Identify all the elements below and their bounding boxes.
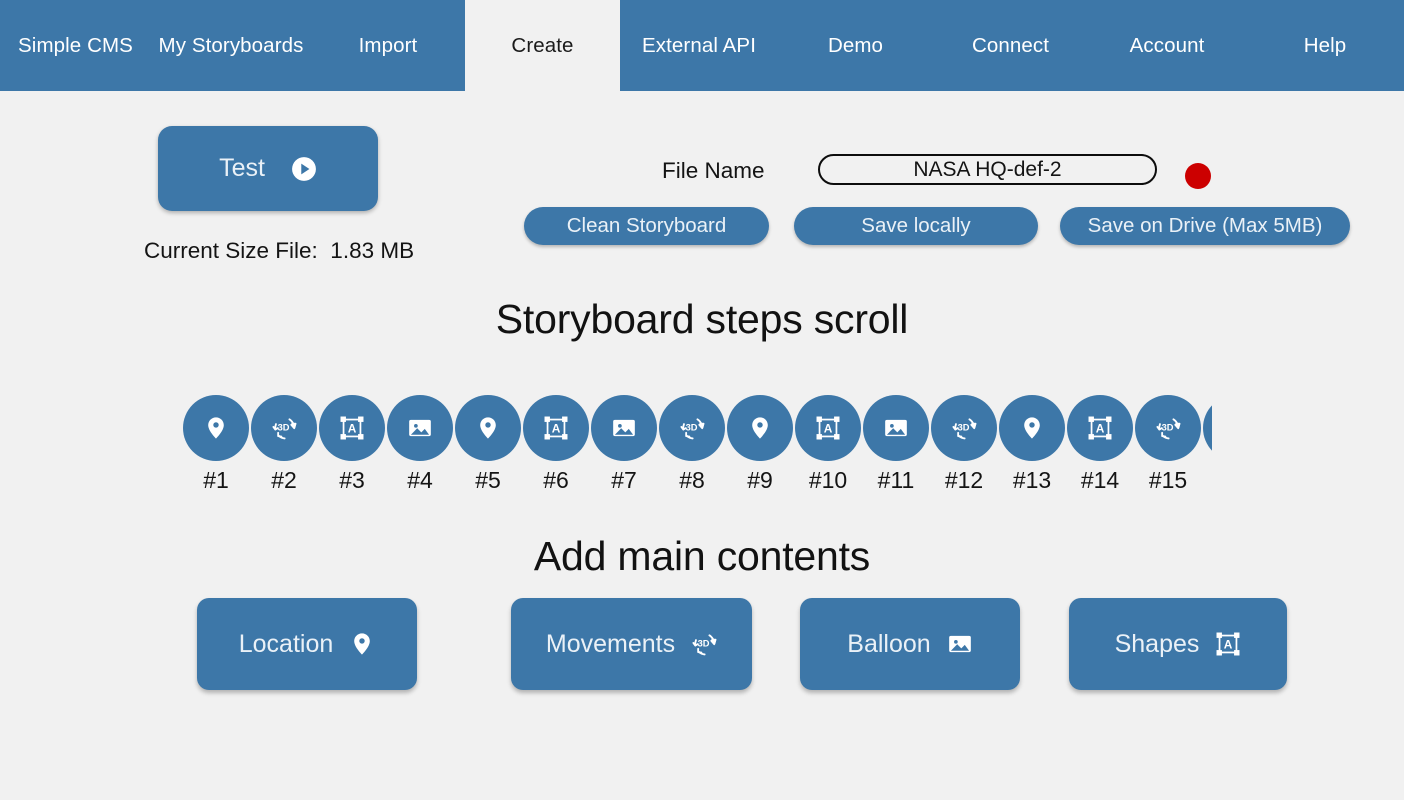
storyboard-step[interactable]: #1 <box>183 395 249 494</box>
storyboard-step-label: #5 <box>475 467 501 493</box>
storyboard-step-label: #3 <box>339 467 365 493</box>
test-button[interactable]: Test <box>158 126 378 211</box>
storyboard-step[interactable]: 3D #12 <box>931 395 997 494</box>
storyboard-step[interactable]: #16 <box>1203 395 1212 494</box>
storyboard-steps-title: Storyboard steps scroll <box>495 296 909 342</box>
test-button-label: Test <box>219 154 265 182</box>
nav-tab-create[interactable]: Create <box>465 0 620 91</box>
file-name-input[interactable] <box>818 154 1157 185</box>
rotate-3d-icon: 3D <box>931 395 997 461</box>
storyboard-steps-track: #1 3D #2 A #3 #4 #5 A #6 #7 3D #8 #9 A #10 #11 3D #12 #13 A… <box>183 395 1212 494</box>
rotate-3d-icon: 3D <box>251 395 317 461</box>
storyboard-step[interactable]: A #10 <box>795 395 861 494</box>
rotate-3d-icon: 3D <box>1135 395 1201 461</box>
storyboard-step-label: #6 <box>543 467 569 493</box>
storyboard-step-label: #9 <box>747 467 773 493</box>
storyboard-step-label: #4 <box>407 467 433 493</box>
save-locally-button[interactable]: Save locally <box>794 207 1038 245</box>
record-status-dot <box>1185 163 1211 189</box>
storyboard-step[interactable]: #11 <box>863 395 929 494</box>
nav-tab-help[interactable]: Help <box>1246 0 1404 91</box>
image-icon <box>387 395 453 461</box>
shapes-icon: A <box>795 395 861 461</box>
svg-text:A: A <box>348 422 357 436</box>
location-pin-icon <box>1203 395 1212 461</box>
add-shapes-button[interactable]: Shapes A <box>1069 598 1287 690</box>
svg-text:A: A <box>824 422 833 436</box>
image-icon <box>947 631 973 657</box>
file-name-label: File Name <box>662 158 765 183</box>
nav-tab-external-api[interactable]: External API <box>620 0 778 91</box>
shapes-icon: A <box>319 395 385 461</box>
storyboard-step[interactable]: 3D #8 <box>659 395 725 494</box>
svg-text:A: A <box>552 422 561 436</box>
image-icon <box>591 395 657 461</box>
storyboard-step[interactable]: #9 <box>727 395 793 494</box>
rotate-3d-icon: 3D <box>691 631 717 657</box>
svg-text:3D: 3D <box>686 422 698 432</box>
location-pin-icon <box>183 395 249 461</box>
content-button-label: Shapes <box>1114 629 1200 658</box>
svg-text:3D: 3D <box>958 422 970 432</box>
storyboard-step[interactable]: #5 <box>455 395 521 494</box>
nav-tab-my-storyboards[interactable]: My Storyboards <box>151 0 311 91</box>
content-button-label: Movements <box>545 629 676 658</box>
content-button-label: Location <box>238 629 334 658</box>
nav-tab-account[interactable]: Account <box>1088 0 1246 91</box>
storyboard-step[interactable]: A #3 <box>319 395 385 494</box>
storyboard-step-label: #13 <box>1012 467 1052 493</box>
location-pin-icon <box>455 395 521 461</box>
storyboard-step-label: #12 <box>944 467 984 493</box>
clean-storyboard-button[interactable]: Clean Storyboard <box>524 207 769 245</box>
svg-text:A: A <box>1224 638 1233 652</box>
content-button-label: Balloon <box>847 629 931 658</box>
storyboard-step-label: #10 <box>808 467 848 493</box>
storyboard-steps-scroll[interactable]: #1 3D #2 A #3 #4 #5 A #6 #7 3D #8 #9 A #10 #11 3D #12 #13 A… <box>183 395 1212 495</box>
storyboard-step[interactable]: A #14 <box>1067 395 1133 494</box>
location-pin-icon <box>999 395 1065 461</box>
save-on-drive-button[interactable]: Save on Drive (Max 5MB) <box>1060 207 1350 245</box>
location-pin-icon <box>349 631 375 657</box>
current-file-size-label: Current Size File: 1.83 MB <box>144 238 415 263</box>
add-movements-button[interactable]: Movements 3D <box>511 598 752 690</box>
storyboard-step-label: #11 <box>877 467 915 493</box>
storyboard-step[interactable]: A #6 <box>523 395 589 494</box>
storyboard-step-label: #14 <box>1080 467 1120 493</box>
nav-tab-demo[interactable]: Demo <box>778 0 933 91</box>
nav-tab-simple-cms[interactable]: Simple CMS <box>0 0 151 91</box>
svg-text:3D: 3D <box>698 638 710 648</box>
svg-text:3D: 3D <box>1162 422 1174 432</box>
storyboard-step-label: #15 <box>1148 467 1188 493</box>
svg-text:3D: 3D <box>278 422 290 432</box>
storyboard-step[interactable]: #4 <box>387 395 453 494</box>
add-location-button[interactable]: Location <box>197 598 417 690</box>
shapes-icon: A <box>523 395 589 461</box>
svg-text:A: A <box>1096 422 1105 436</box>
storyboard-step[interactable]: #7 <box>591 395 657 494</box>
storyboard-step-label: #1 <box>203 467 229 493</box>
add-balloon-button[interactable]: Balloon <box>800 598 1020 690</box>
add-main-contents-title: Add main contents <box>533 533 871 579</box>
storyboard-step-label: #2 <box>271 467 297 493</box>
shapes-icon: A <box>1215 631 1241 657</box>
nav-tab-import[interactable]: Import <box>311 0 465 91</box>
rotate-3d-icon: 3D <box>659 395 725 461</box>
storyboard-step-label: #7 <box>611 467 637 493</box>
nav-tab-connect[interactable]: Connect <box>933 0 1088 91</box>
storyboard-step[interactable]: 3D #2 <box>251 395 317 494</box>
location-pin-icon <box>727 395 793 461</box>
shapes-icon: A <box>1067 395 1133 461</box>
storyboard-step-label: #8 <box>679 467 705 493</box>
image-icon <box>863 395 929 461</box>
storyboard-step[interactable]: 3D #15 <box>1135 395 1201 494</box>
storyboard-step[interactable]: #13 <box>999 395 1065 494</box>
play-circle-icon <box>291 156 317 182</box>
